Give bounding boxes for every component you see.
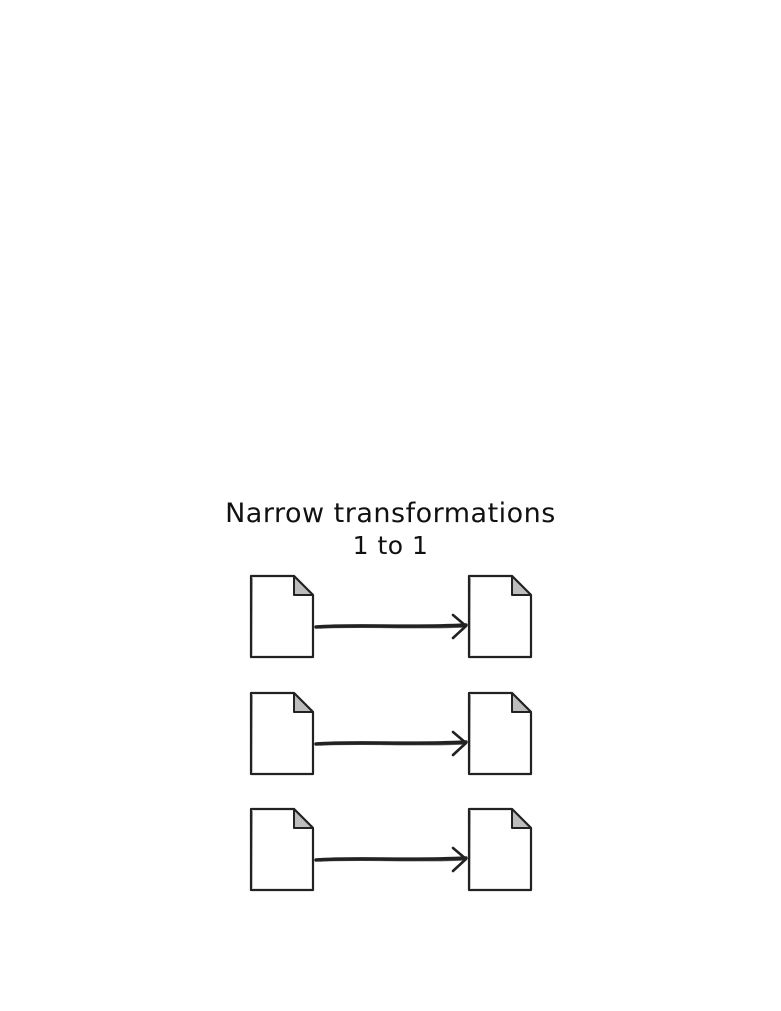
- diagram-title: Narrow transformations: [225, 498, 556, 529]
- source-document-icon: [249, 691, 315, 776]
- arrow-right-icon: [314, 846, 468, 873]
- source-document-icon: [249, 807, 315, 892]
- mapping-row: [249, 691, 533, 776]
- target-document-icon: [467, 807, 533, 892]
- target-document-icon: [467, 574, 533, 659]
- diagram-subtitle: 1 to 1: [352, 531, 429, 560]
- arrow-right-icon: [314, 613, 468, 640]
- arrow-right-icon: [314, 730, 468, 757]
- target-document-icon: [467, 691, 533, 776]
- mapping-row: [249, 807, 533, 892]
- mapping-row: [249, 574, 533, 659]
- source-document-icon: [249, 574, 315, 659]
